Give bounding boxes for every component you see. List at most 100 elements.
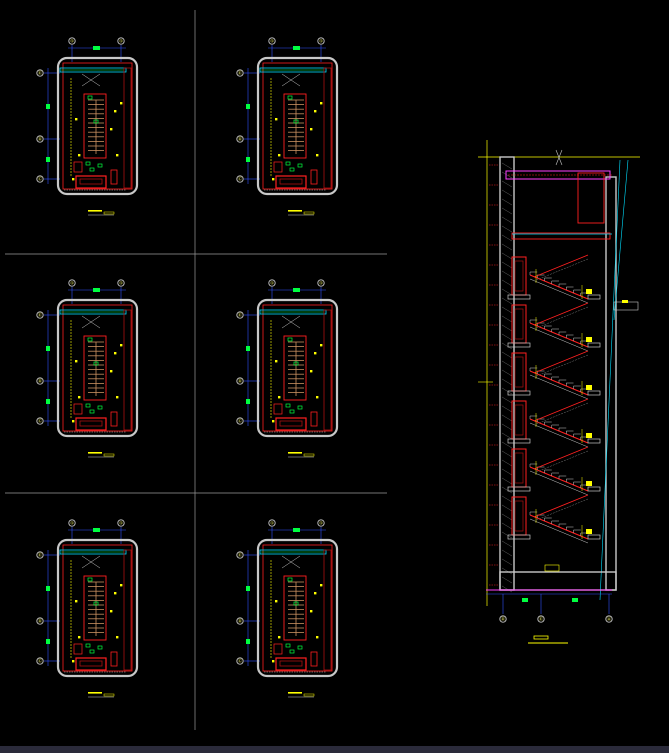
wall-hatch bbox=[501, 423, 513, 431]
grid-bubble-top-right: ① bbox=[317, 519, 325, 527]
grid-bubble-label: Ⓔ bbox=[238, 70, 243, 77]
grid-bubble-top-left: ① bbox=[268, 519, 276, 527]
door-leaf bbox=[514, 356, 524, 388]
grid-bubble-top-right: ① bbox=[317, 279, 325, 287]
grid-bubble-label: ① bbox=[270, 281, 274, 287]
wall-hatch bbox=[501, 315, 513, 323]
annotation-mark bbox=[297, 405, 303, 410]
wall-hatch bbox=[501, 279, 513, 287]
upper-landing-slab bbox=[511, 232, 611, 240]
grid-bubble-top-right: ① bbox=[117, 519, 125, 527]
return-stringer bbox=[533, 302, 589, 326]
landing-inner bbox=[79, 660, 103, 667]
landing-slab bbox=[507, 486, 531, 492]
grid-bubble-circle bbox=[117, 519, 125, 527]
stair-core bbox=[283, 93, 307, 159]
right-landing bbox=[587, 294, 601, 300]
wall-hatch bbox=[501, 486, 513, 494]
wall-hatch bbox=[501, 189, 513, 197]
dimension-tag bbox=[46, 157, 50, 162]
level-annotation-tag bbox=[622, 300, 628, 303]
yellow-marker bbox=[320, 102, 323, 105]
door-leaf bbox=[514, 452, 524, 484]
wall-hatch bbox=[501, 252, 513, 260]
grid-bubble-label: Ⓒ bbox=[38, 418, 43, 425]
dimension-tag bbox=[246, 399, 250, 404]
caption-bar bbox=[88, 692, 102, 694]
stair-enclosure-wall bbox=[256, 56, 339, 196]
wall-hatch bbox=[501, 360, 513, 368]
grid-bubble-label: Ⓓ bbox=[501, 616, 506, 623]
yellow-marker bbox=[110, 370, 113, 373]
grid-bubble-circle bbox=[236, 377, 244, 385]
grid-bubble-label: ① bbox=[270, 39, 274, 45]
annotation-mark bbox=[97, 645, 103, 650]
landing-marker bbox=[586, 529, 592, 534]
grid-bubble-label: ① bbox=[70, 39, 74, 45]
wall-hatch bbox=[501, 351, 513, 359]
caption-bar bbox=[288, 452, 302, 454]
caption-scale-bar bbox=[303, 453, 315, 457]
caption-scale-bar bbox=[103, 693, 115, 697]
grid-bubble-label: Ⓓ bbox=[238, 378, 243, 385]
yellow-marker bbox=[110, 610, 113, 613]
top-landing-band bbox=[59, 309, 127, 315]
bottom-landing bbox=[75, 417, 107, 431]
wall-hatch bbox=[501, 288, 513, 296]
hatch-line bbox=[281, 73, 301, 87]
dimension-tag bbox=[246, 104, 250, 109]
caption-bar bbox=[288, 210, 302, 212]
return-stringer bbox=[533, 446, 589, 470]
annotation-mark bbox=[85, 403, 91, 408]
flight-underside bbox=[529, 518, 589, 544]
grid-bubble-circle bbox=[36, 417, 44, 425]
grid-bubble-circle bbox=[236, 551, 244, 559]
stair-core bbox=[83, 575, 107, 641]
side-wall-column bbox=[323, 549, 332, 671]
annotation-mark bbox=[89, 167, 95, 172]
wall-block bbox=[110, 651, 118, 667]
wall-hatch bbox=[501, 270, 513, 278]
grid-bubble-label: Ⓒ bbox=[38, 176, 43, 183]
stair-core bbox=[283, 575, 307, 641]
inner-shaft bbox=[262, 304, 333, 432]
hatch-line bbox=[281, 315, 301, 329]
side-wall-column bbox=[323, 67, 332, 189]
bottom-landing bbox=[275, 657, 307, 671]
wall-hatch bbox=[501, 450, 513, 458]
landing-marker bbox=[586, 337, 592, 342]
grid-bubble-top-left: ① bbox=[268, 37, 276, 45]
yellow-marker bbox=[278, 396, 281, 399]
yellow-marker bbox=[316, 396, 319, 399]
right-landing bbox=[587, 342, 601, 348]
wall-hatch bbox=[501, 459, 513, 467]
grid-bubble-bottom: Ⓓ bbox=[499, 615, 507, 623]
wall-block bbox=[310, 651, 318, 667]
yellow-marker bbox=[75, 600, 78, 603]
grid-bubble-label: Ⓓ bbox=[238, 618, 243, 625]
yellow-marker bbox=[116, 154, 119, 157]
wall-hatch bbox=[501, 333, 513, 341]
grid-bubble-label: ① bbox=[319, 39, 323, 45]
annotation-mark bbox=[93, 119, 99, 124]
yellow-marker bbox=[120, 102, 123, 105]
stair-core bbox=[283, 335, 307, 401]
grid-bubble-label: ① bbox=[70, 281, 74, 287]
inner-shaft bbox=[262, 544, 333, 672]
grid-bubble-circle bbox=[36, 175, 44, 183]
wall-hatch bbox=[501, 432, 513, 440]
yellow-marker bbox=[114, 592, 117, 595]
status-bar bbox=[0, 746, 669, 753]
landing-slab bbox=[507, 342, 531, 348]
grid-bubble-circle bbox=[36, 69, 44, 77]
grid-bubble-side: Ⓓ bbox=[236, 135, 244, 143]
grid-bubble-label: Ⓔ bbox=[38, 552, 43, 559]
yellow-marker bbox=[72, 660, 75, 663]
wall-hatch bbox=[501, 531, 513, 539]
annotation-mark bbox=[297, 163, 303, 168]
annotation-mark bbox=[97, 163, 103, 168]
annotation-mark bbox=[87, 577, 93, 582]
